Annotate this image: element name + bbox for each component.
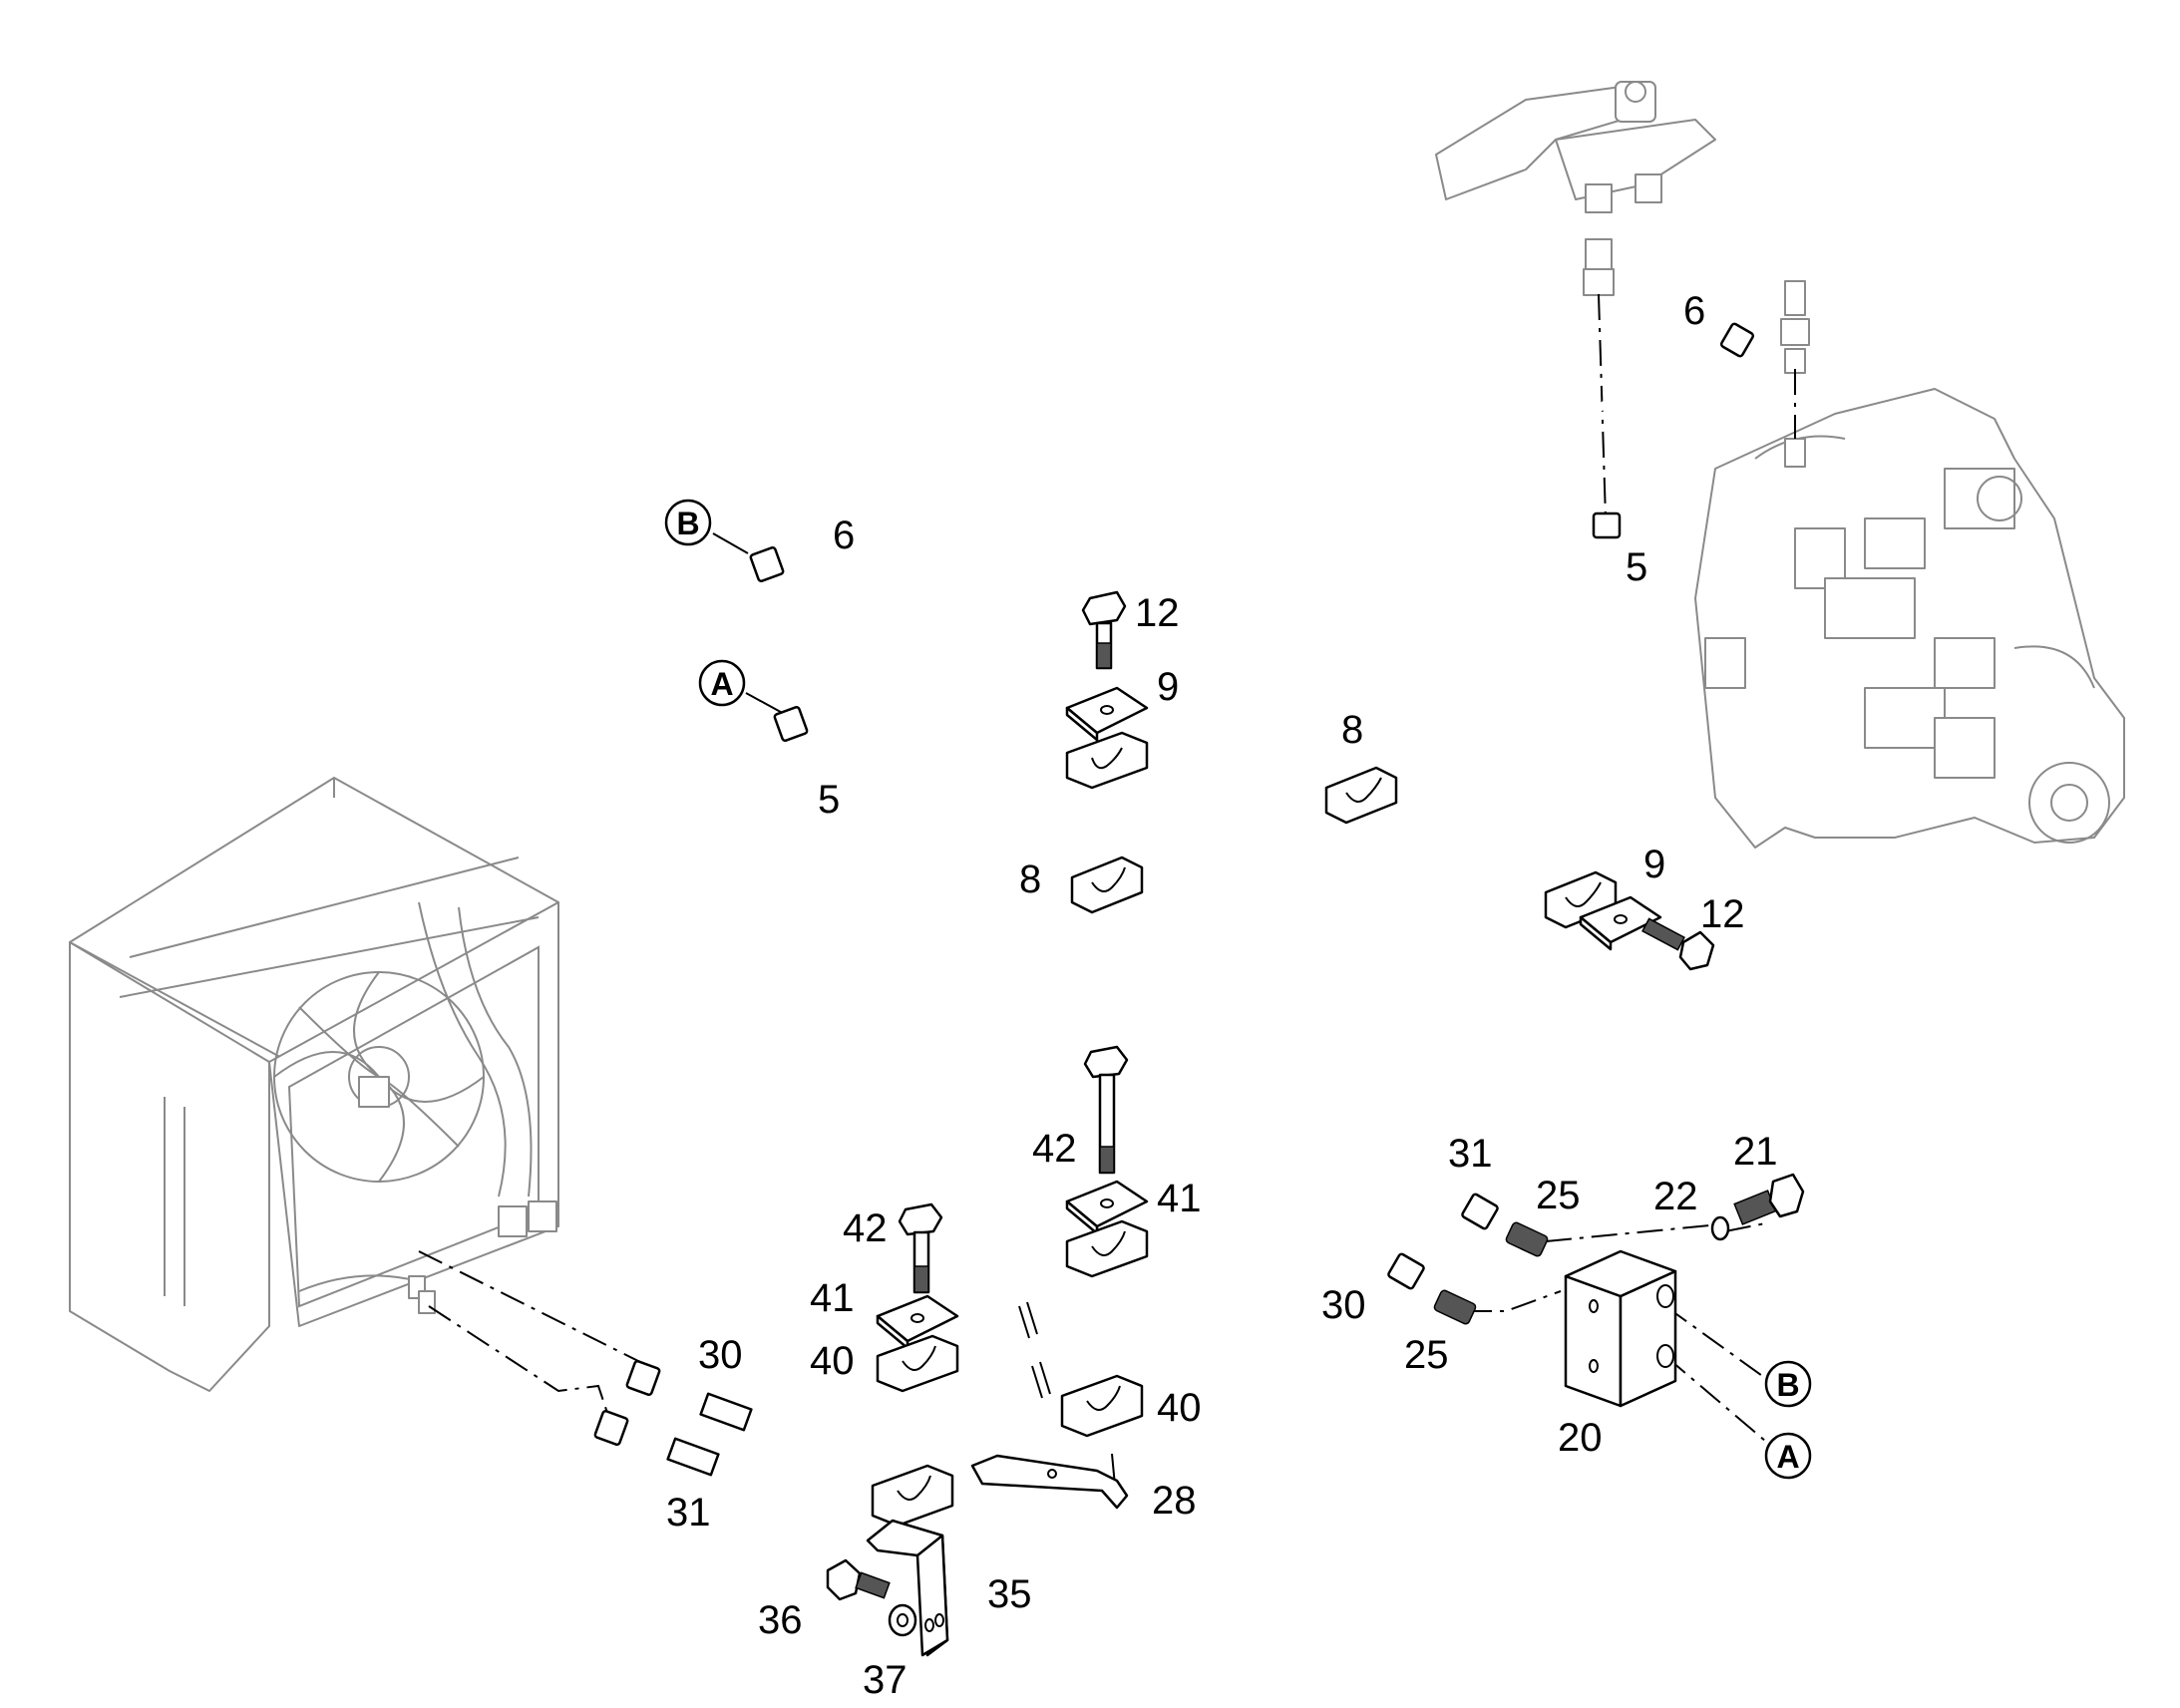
label-8-left: 8 bbox=[1019, 857, 1041, 901]
label-21: 21 bbox=[1733, 1130, 1778, 1174]
upper-clamps bbox=[1065, 590, 1715, 971]
label-30-left: 30 bbox=[698, 1333, 743, 1377]
ref-b-top: B bbox=[676, 506, 699, 541]
bracket-35 bbox=[866, 1519, 949, 1657]
leader-lines bbox=[418, 293, 1796, 1487]
label-36: 36 bbox=[758, 1598, 803, 1642]
clamp-half-upper bbox=[1065, 731, 1149, 790]
label-6-left: 6 bbox=[833, 513, 855, 557]
callout-labels: 6 6 5 5 12 12 9 9 8 8 42 42 41 41 40 40 … bbox=[666, 289, 1778, 1702]
washer-22 bbox=[1710, 1215, 1730, 1241]
label-41-upper: 41 bbox=[1157, 1177, 1202, 1220]
clamp-40-upper bbox=[1065, 1219, 1149, 1278]
strap-28 bbox=[970, 1454, 1129, 1510]
label-40-left: 40 bbox=[810, 1339, 855, 1383]
label-37: 37 bbox=[863, 1658, 908, 1702]
cooler-frame-assembly bbox=[69, 777, 559, 1392]
ref-a-right: A bbox=[1776, 1439, 1799, 1475]
label-12-right: 12 bbox=[1700, 892, 1745, 936]
upper-hoses bbox=[749, 322, 1755, 1011]
label-40-right: 40 bbox=[1157, 1386, 1202, 1430]
ref-b-right: B bbox=[1776, 1367, 1799, 1403]
label-5-right: 5 bbox=[1626, 545, 1647, 589]
label-25-lower: 25 bbox=[1404, 1333, 1449, 1377]
adapter-25-upper bbox=[1505, 1221, 1549, 1257]
label-12-upper: 12 bbox=[1135, 591, 1180, 635]
label-25-upper: 25 bbox=[1536, 1174, 1581, 1217]
clamp-lower-bottom bbox=[871, 1464, 954, 1528]
ref-a-top: A bbox=[710, 666, 733, 702]
bolt-42-lower bbox=[898, 1202, 943, 1294]
bolt-12-right bbox=[1641, 917, 1715, 971]
valve-block-assembly bbox=[1435, 81, 1716, 296]
label-9-upper: 9 bbox=[1157, 665, 1179, 709]
label-20: 20 bbox=[1558, 1416, 1603, 1460]
reference-markers: B A B A bbox=[664, 499, 1812, 1480]
label-35: 35 bbox=[987, 1572, 1032, 1616]
label-22: 22 bbox=[1653, 1175, 1698, 1218]
clamp-8-right bbox=[1324, 766, 1398, 825]
clamp-8-left bbox=[1070, 855, 1144, 914]
bulkhead-bracket-20 bbox=[1564, 1249, 1677, 1408]
label-42-upper: 42 bbox=[1032, 1127, 1077, 1171]
label-9-right: 9 bbox=[1643, 843, 1665, 886]
washer-37 bbox=[888, 1603, 917, 1637]
label-42-lower: 42 bbox=[843, 1206, 888, 1250]
bolt-36 bbox=[826, 1558, 891, 1601]
clamp-40-lower bbox=[876, 1334, 959, 1393]
transmission-assembly bbox=[1694, 280, 2125, 849]
label-41-lower: 41 bbox=[810, 1276, 855, 1320]
label-31-left: 31 bbox=[666, 1491, 711, 1535]
bolt-21 bbox=[1733, 1173, 1805, 1225]
adapter-25-lower bbox=[1433, 1289, 1477, 1325]
bolt-12-upper bbox=[1081, 590, 1127, 670]
label-31-right: 31 bbox=[1448, 1132, 1493, 1176]
label-30-right: 30 bbox=[1321, 1283, 1366, 1327]
label-6-upper: 6 bbox=[1683, 289, 1705, 333]
label-5-left: 5 bbox=[818, 778, 840, 822]
label-8-right: 8 bbox=[1341, 708, 1363, 752]
label-28: 28 bbox=[1152, 1479, 1197, 1523]
clamp-40-right bbox=[1060, 1374, 1144, 1438]
bolt-42-upper bbox=[1083, 1045, 1129, 1175]
lower-clamps bbox=[826, 1045, 1149, 1657]
